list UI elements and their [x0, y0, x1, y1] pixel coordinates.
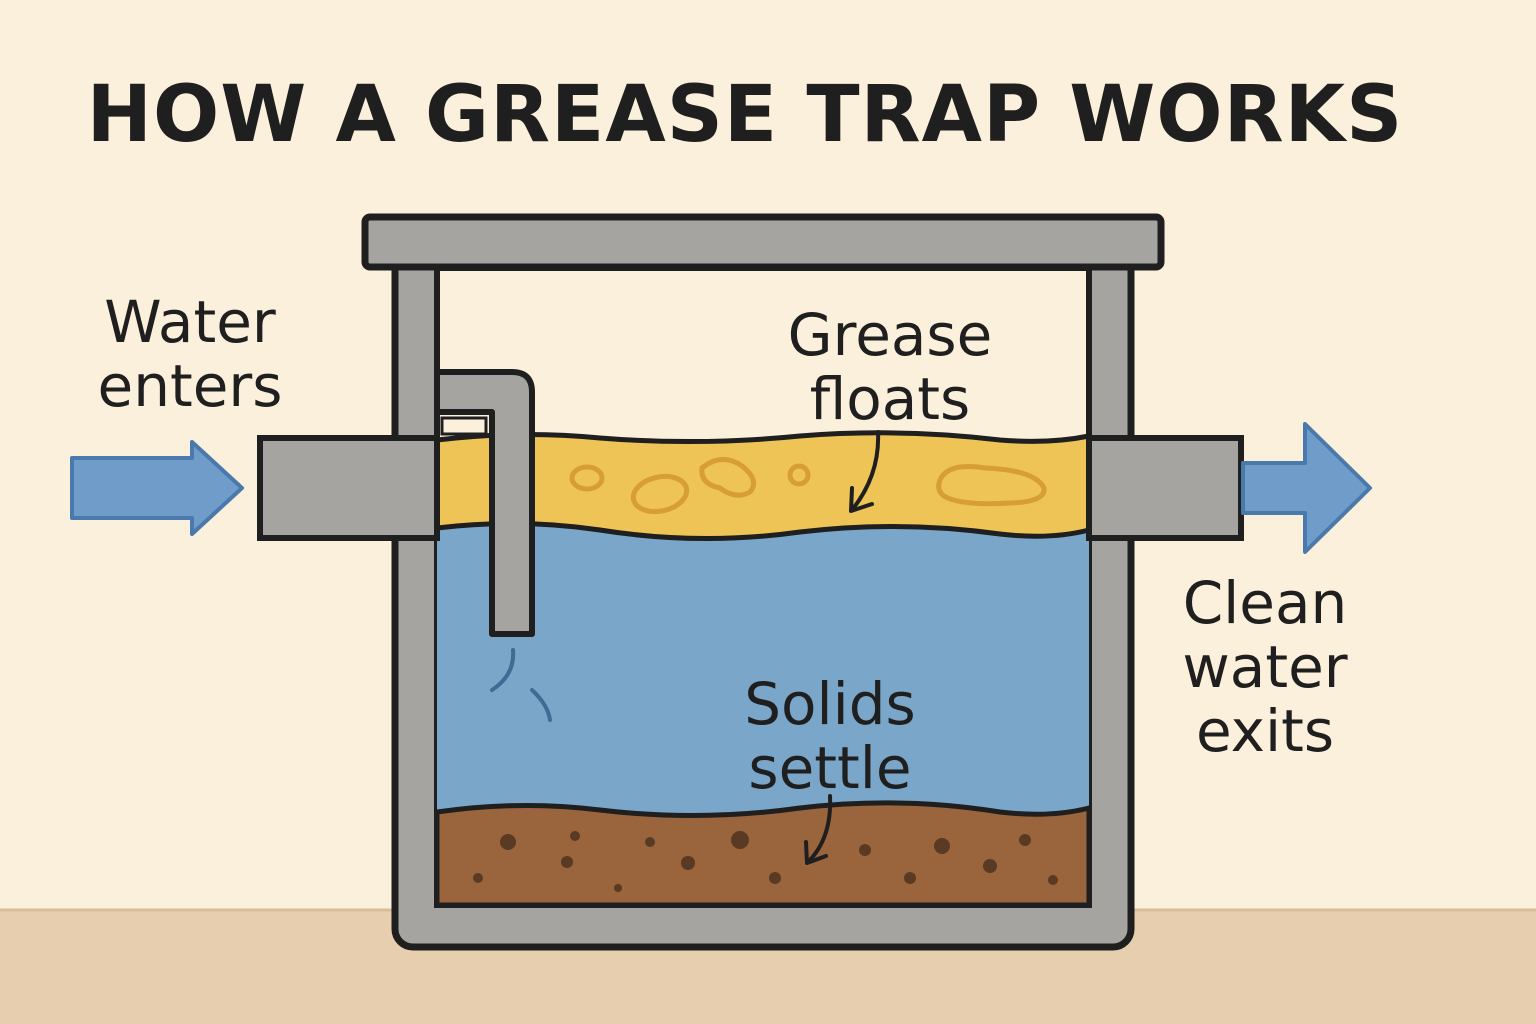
flow-streaks — [490, 648, 552, 722]
grease-blob — [699, 457, 757, 498]
grease-pointer-line — [850, 430, 881, 512]
sludge-dot — [769, 872, 781, 884]
grease-pointer-head — [849, 486, 874, 513]
outlet-label-line: Clean — [1182, 569, 1348, 637]
solids-pointer — [804, 794, 833, 865]
solids-pointer-head — [804, 840, 828, 865]
sludge-particles — [473, 831, 1058, 892]
inlet-pipe — [257, 435, 440, 541]
page-title: HOW A GREASE TRAP WORKS — [86, 70, 1404, 160]
sludge-dot — [904, 872, 916, 884]
sludge-dot — [681, 856, 695, 870]
outlet-pipe — [1086, 435, 1244, 541]
inlet-arrow — [70, 440, 244, 536]
sludge-dot — [561, 856, 573, 868]
tank-lid — [361, 213, 1165, 271]
grease-label-line: floats — [809, 365, 971, 433]
sludge-dot — [473, 873, 483, 883]
solids-label-line: Solids — [744, 670, 916, 738]
grease-pointer — [849, 430, 881, 513]
grease-blob — [630, 473, 690, 515]
flow-streak — [530, 688, 552, 722]
sludge-dot — [983, 859, 997, 873]
sludge-dot — [645, 837, 655, 847]
grease-blob — [936, 464, 1047, 507]
outlet-label-line: water — [1182, 633, 1348, 701]
sludge-dot — [1019, 834, 1031, 846]
solids-label: Solids settle — [680, 672, 980, 800]
grease-label-line: Grease — [787, 301, 993, 369]
sludge-dot — [934, 838, 950, 854]
outlet-arrow — [1241, 422, 1372, 554]
sludge-layer — [434, 800, 1092, 908]
solids-pointer-line — [806, 794, 833, 864]
grease-blob — [787, 463, 811, 487]
grease-blob — [569, 464, 605, 492]
sludge-dot — [614, 884, 622, 892]
grease-label: Grease floats — [740, 303, 1040, 431]
sludge-dot — [731, 831, 749, 849]
sludge-dot — [1048, 875, 1058, 885]
inlet-baffle — [434, 369, 535, 637]
sludge-dot — [500, 834, 516, 850]
sludge-dot — [570, 831, 580, 841]
inlet-label: Water enters — [60, 290, 320, 418]
sludge-dot — [859, 844, 871, 856]
grease-blobs — [569, 457, 1047, 515]
inlet-label-line: Water — [104, 288, 276, 356]
flow-streak — [490, 648, 516, 692]
inlet-label-line: enters — [97, 352, 283, 420]
solids-label-line: settle — [748, 734, 912, 802]
baffle-opening — [440, 416, 488, 436]
outlet-label-line: exits — [1195, 697, 1335, 765]
outlet-label: Clean water exits — [1150, 571, 1380, 763]
